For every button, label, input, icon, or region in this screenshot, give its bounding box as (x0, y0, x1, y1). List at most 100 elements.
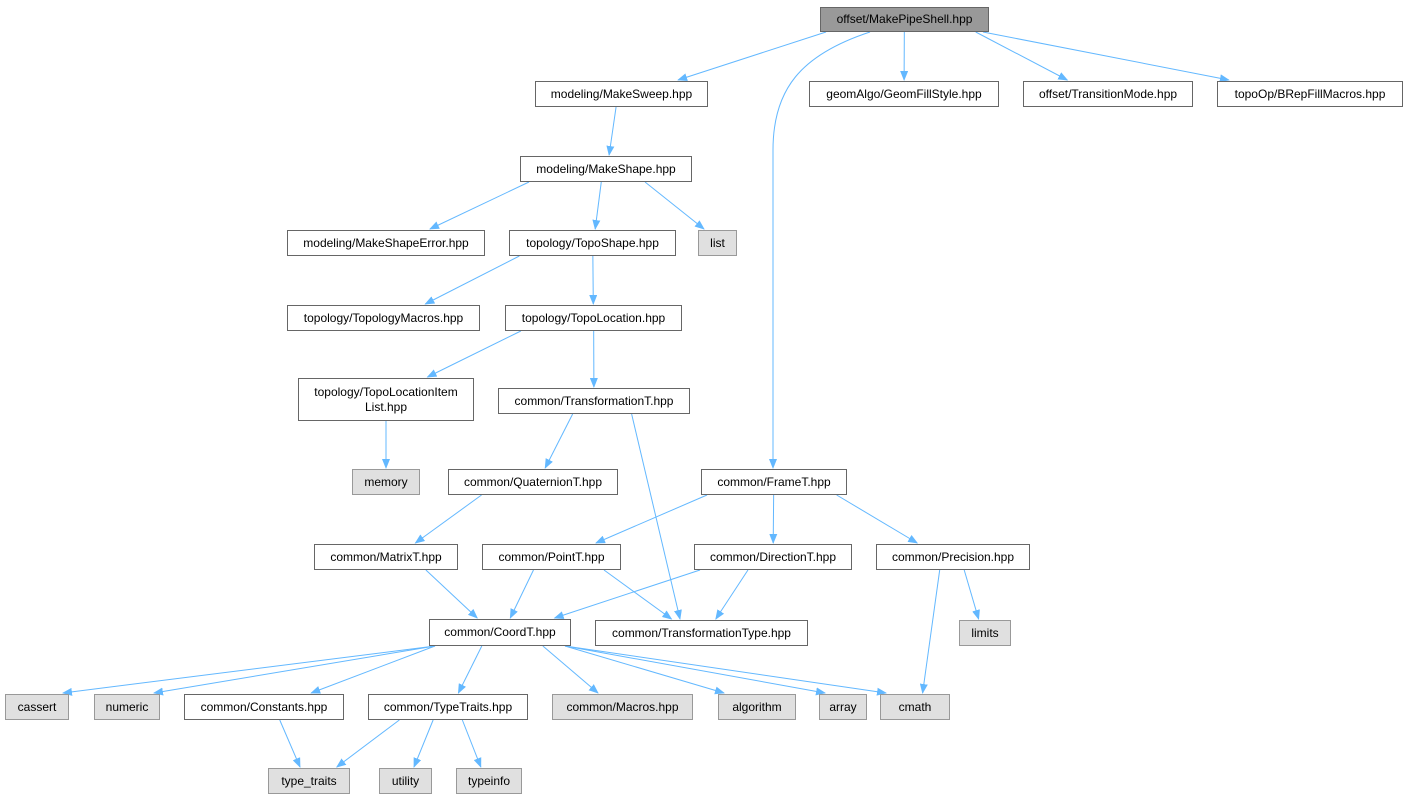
edge-typetraits-to-utility (413, 719, 434, 768)
edge-topoloc-to-topolocitem (426, 330, 522, 378)
edge-typetraits-to-type_traits (336, 719, 400, 768)
edge-coord-to-constants (310, 645, 436, 694)
node-makesweep[interactable]: modeling/MakeSweep.hpp (535, 81, 708, 107)
node-quat[interactable]: common/QuaternionT.hpp (448, 469, 618, 495)
edge-typetraits-to-typeinfo (461, 719, 482, 768)
node-label: algorithm (732, 699, 782, 714)
node-root[interactable]: offset/MakePipeShell.hpp (820, 7, 989, 32)
node-label: cmath (898, 699, 932, 714)
edge-coord-to-numeric (153, 645, 436, 696)
node-cassert[interactable]: cassert (5, 694, 69, 720)
node-label: geomAlgo/GeomFillStyle.hpp (826, 86, 982, 101)
edge-root-to-transmode (975, 31, 1069, 81)
node-point[interactable]: common/PointT.hpp (482, 544, 621, 570)
node-array[interactable]: array (819, 694, 867, 720)
node-precision[interactable]: common/Precision.hpp (876, 544, 1030, 570)
node-label: type_traits (281, 773, 337, 788)
edge-coord-to-typetraits (457, 645, 483, 694)
node-label: limits (971, 625, 999, 640)
edge-coord-to-cassert (62, 645, 436, 696)
node-label: common/Constants.hpp (200, 699, 328, 714)
node-type_traits[interactable]: type_traits (268, 768, 350, 794)
edge-quat-to-matrix (414, 494, 482, 544)
node-label: memory (364, 474, 408, 489)
edge-transT-to-transtype (631, 413, 682, 620)
node-label: topology/TopoShape.hpp (526, 235, 659, 250)
edge-precision-to-limits (963, 569, 980, 620)
edge-point-to-coord (509, 569, 534, 619)
node-limits[interactable]: limits (959, 620, 1011, 646)
edge-makesweep-to-makeshape (606, 106, 617, 156)
node-label: common/PointT.hpp (498, 549, 605, 564)
node-label: cassert (17, 699, 57, 714)
node-label: offset/MakePipeShell.hpp (836, 12, 973, 26)
node-label: numeric (105, 699, 149, 714)
node-makeshapeerr[interactable]: modeling/MakeShapeError.hpp (287, 230, 485, 256)
node-label: modeling/MakeShape.hpp (536, 161, 676, 176)
node-brepfill[interactable]: topoOp/BRepFillMacros.hpp (1217, 81, 1403, 107)
node-label: common/Precision.hpp (891, 549, 1015, 564)
edge-direction-to-transtype (715, 569, 749, 620)
node-macros[interactable]: common/Macros.hpp (552, 694, 693, 720)
node-label: common/Macros.hpp (566, 699, 679, 714)
node-label: offset/TransitionMode.hpp (1038, 86, 1178, 101)
edge-constants-to-type_traits (279, 719, 301, 768)
node-label: topology/TopologyMacros.hpp (303, 310, 464, 325)
edge-makeshape-to-makeshapeerr (429, 181, 530, 230)
edge-matrix-to-coord (425, 569, 478, 619)
node-label: modeling/MakeSweep.hpp (550, 86, 693, 101)
node-typeinfo[interactable]: typeinfo (456, 768, 522, 794)
edge-coord-to-algorithm (564, 645, 725, 695)
node-typetraits[interactable]: common/TypeTraits.hpp (368, 694, 528, 720)
node-topoloc[interactable]: topology/TopoLocation.hpp (505, 305, 682, 331)
node-coord[interactable]: common/CoordT.hpp (429, 619, 571, 646)
node-label: common/TypeTraits.hpp (383, 699, 513, 714)
edge-coord-to-array (564, 645, 826, 696)
edge-root-to-brepfill (982, 31, 1230, 83)
node-label: common/TransformationT.hpp (514, 393, 674, 408)
node-label: modeling/MakeShapeError.hpp (303, 235, 469, 250)
node-cmath[interactable]: cmath (880, 694, 950, 720)
edge-frame-to-precision (836, 494, 919, 544)
node-frame[interactable]: common/FrameT.hpp (701, 469, 847, 495)
node-matrix[interactable]: common/MatrixT.hpp (314, 544, 458, 570)
edge-transT-to-quat (544, 413, 574, 469)
node-label: topoOp/BRepFillMacros.hpp (1234, 86, 1386, 101)
node-toposhape[interactable]: topology/TopoShape.hpp (509, 230, 676, 256)
node-label: common/QuaternionT.hpp (463, 474, 603, 489)
node-label: common/DirectionT.hpp (709, 549, 837, 564)
node-transmode[interactable]: offset/TransitionMode.hpp (1023, 81, 1193, 107)
edge-point-to-transtype (603, 569, 673, 620)
node-memory[interactable]: memory (352, 469, 420, 495)
node-list[interactable]: list (698, 230, 737, 256)
edge-root-to-frame (769, 31, 871, 469)
node-topomacros[interactable]: topology/TopologyMacros.hpp (287, 305, 480, 331)
node-label: topology/TopoLocation.hpp (521, 310, 666, 325)
node-label-line2: List.hpp (364, 399, 408, 414)
node-label: common/TransformationType.hpp (612, 625, 791, 640)
edge-makeshape-to-toposhape (592, 181, 602, 230)
node-label: typeinfo (467, 773, 511, 788)
node-utility[interactable]: utility (379, 768, 432, 794)
node-algorithm[interactable]: algorithm (718, 694, 796, 720)
edge-coord-to-cmath (564, 645, 887, 696)
node-numeric[interactable]: numeric (94, 694, 160, 720)
node-transtype[interactable]: common/TransformationType.hpp (595, 620, 808, 646)
edge-root-to-makesweep (677, 31, 827, 82)
node-constants[interactable]: common/Constants.hpp (184, 694, 344, 720)
node-transT[interactable]: common/TransformationT.hpp (498, 388, 690, 414)
edge-precision-to-cmath (919, 569, 941, 694)
node-label: common/CoordT.hpp (444, 625, 556, 639)
node-label: common/MatrixT.hpp (330, 549, 442, 564)
node-label: array (829, 699, 857, 714)
node-makeshape[interactable]: modeling/MakeShape.hpp (520, 156, 692, 182)
edge-frame-to-point (595, 494, 708, 544)
node-direction[interactable]: common/DirectionT.hpp (694, 544, 852, 570)
edge-toposhape-to-topomacros (424, 255, 520, 305)
node-geomfill[interactable]: geomAlgo/GeomFillStyle.hpp (809, 81, 999, 107)
node-label: common/FrameT.hpp (717, 474, 831, 489)
edge-makeshape-to-list (644, 181, 705, 230)
node-label: topology/TopoLocationItem (314, 384, 458, 399)
